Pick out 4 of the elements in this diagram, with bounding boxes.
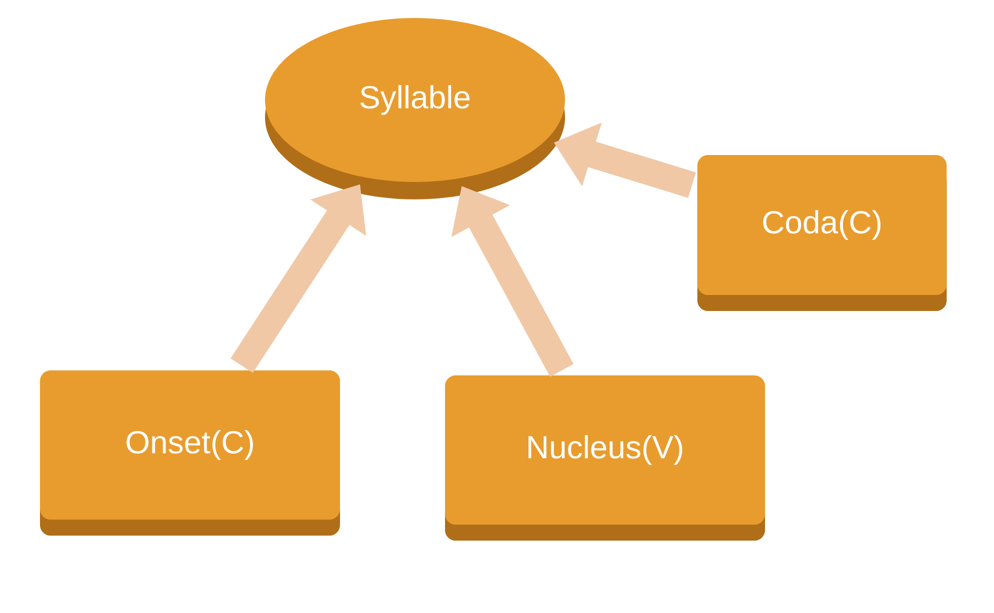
process-box: Coda(C) [697, 155, 947, 311]
circle-node: Syllable [265, 18, 565, 200]
process-box: Nucleus(V) [445, 375, 766, 541]
process-box: Onset(C) [40, 370, 340, 536]
